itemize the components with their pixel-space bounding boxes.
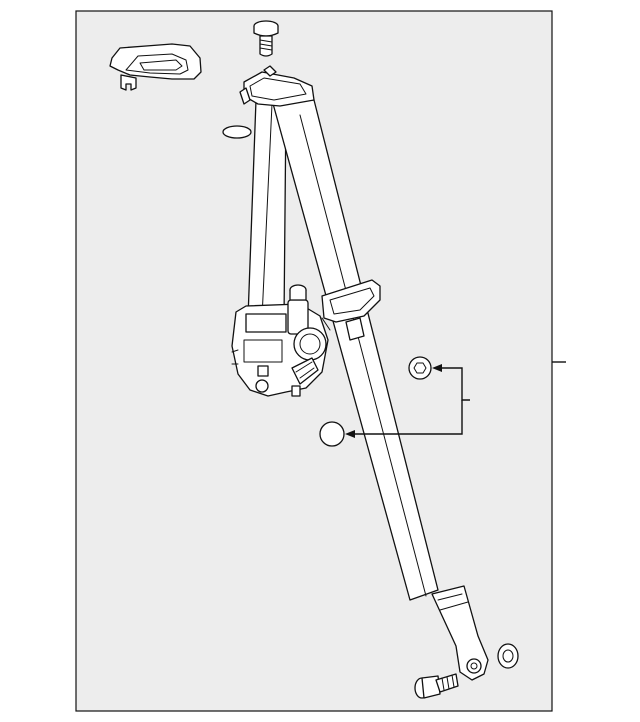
hex-nut xyxy=(408,356,432,380)
lower-anchor-plate xyxy=(431,585,489,681)
belt-retractor xyxy=(231,284,329,397)
o-ring-small xyxy=(222,125,252,139)
anchor-bolt-top xyxy=(253,20,279,57)
leader-lines xyxy=(345,364,470,438)
belt-guide-cover xyxy=(109,43,202,91)
lower-washer xyxy=(497,643,519,669)
anchor-bolt-lower xyxy=(414,673,459,699)
seat-belt-webbing xyxy=(239,65,439,601)
belt-guide-bracket xyxy=(321,279,381,341)
round-cap xyxy=(319,421,345,447)
